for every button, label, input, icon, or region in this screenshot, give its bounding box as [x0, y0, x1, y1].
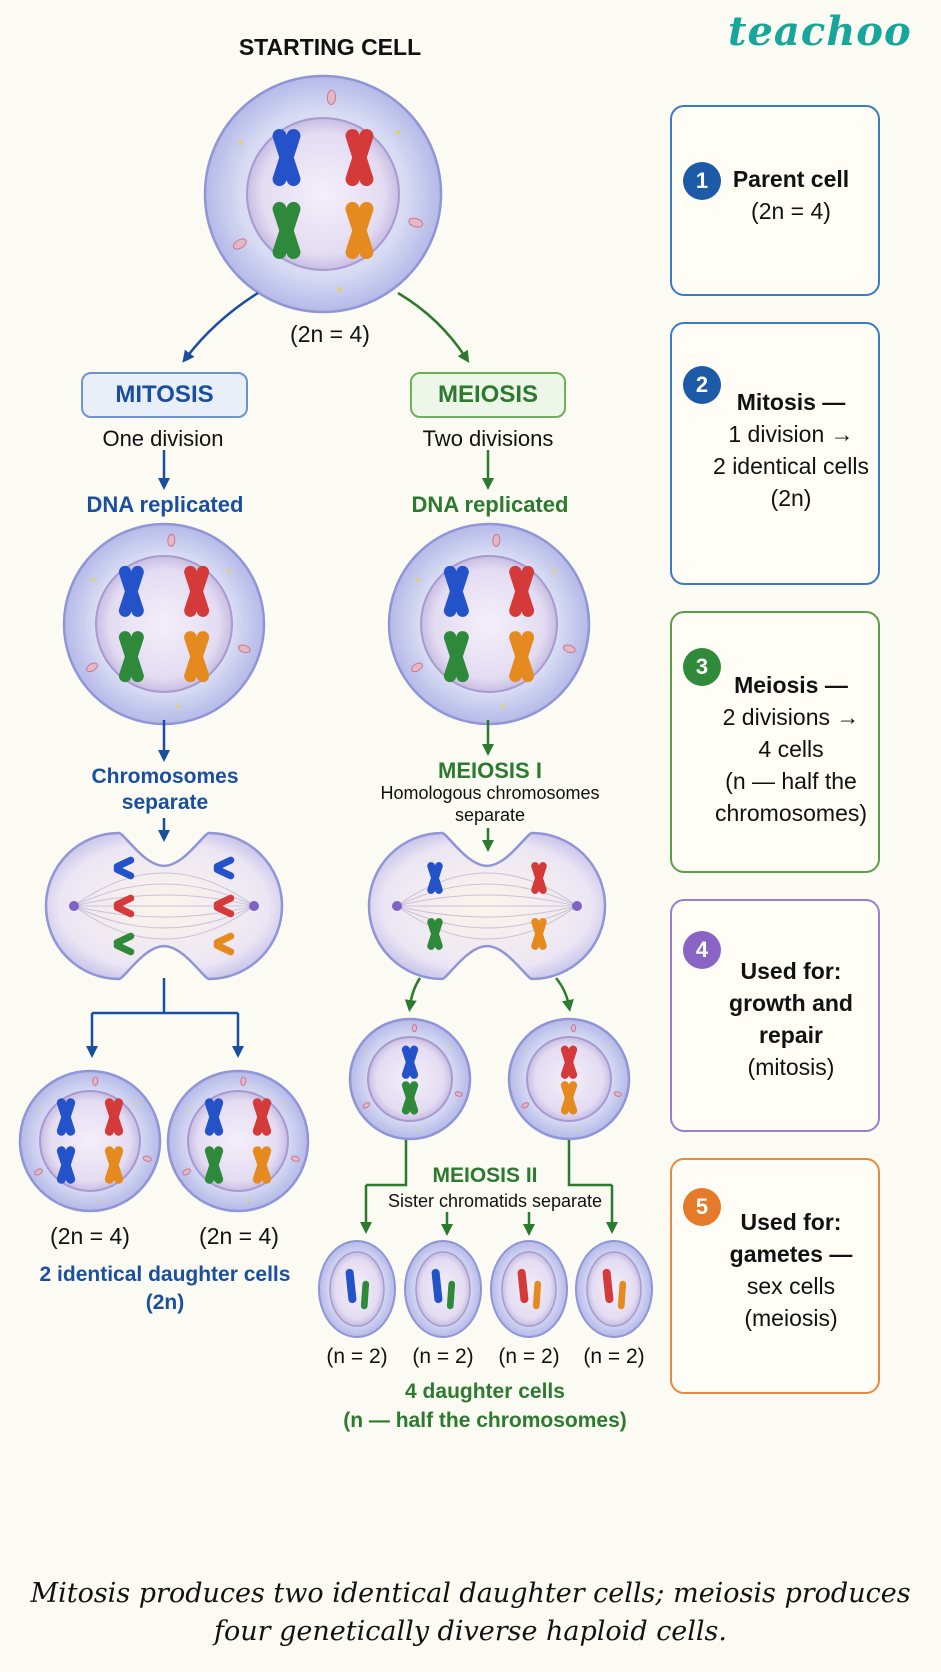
card-number-badge: 1 [683, 162, 721, 200]
card-line: 1 division → [728, 421, 854, 447]
info-card-mitosis: 2 Mitosis — 1 division → 2 identical cel… [670, 322, 880, 585]
card-line: (2n = 4) [751, 198, 831, 224]
caption-line: Mitosis produces two identical daughter … [30, 1578, 911, 1609]
gamete-ploidy: (n = 2) [326, 1345, 388, 1368]
card-text: Used for: growth and repair (mitosis) [712, 955, 870, 1083]
info-card-meiosis-use: 5 Used for: gametes — sex cells (meiosis… [670, 1158, 880, 1394]
mitosis-sub: One division [102, 426, 224, 451]
meiosis-i-product-cell [348, 1017, 472, 1141]
meiosis-replicated-cell [387, 522, 591, 726]
arrow-to-mitosis [182, 291, 259, 363]
info-card-parent-cell: 1 Parent cell (2n = 4) [670, 105, 880, 296]
mitosis-result-line1: 2 identical daughter cells [39, 1263, 291, 1286]
card-line: chromosomes) [714, 800, 868, 826]
gamete-ploidy: (n = 2) [583, 1345, 645, 1368]
meiosis-ii-line [366, 1140, 408, 1187]
mitosis-replicated-cell [62, 522, 266, 726]
starting-cell [203, 74, 443, 314]
meiosis-i-line2: separate [454, 805, 526, 825]
meiosis-dna-replicated: DNA replicated [411, 492, 569, 517]
card-line: sex cells [746, 1273, 836, 1299]
starting-cell-ploidy: (2n = 4) [290, 321, 370, 347]
card-line: Used for: [740, 1209, 842, 1235]
info-card-meiosis: 3 Meiosis — 2 divisions → 4 cells (n — h… [670, 611, 880, 873]
mitosis-result-line2: (2n) [145, 1291, 185, 1314]
card-line: 2 identical cells [713, 453, 869, 479]
mitosis-chromosomes-separate-line1: Chromosomes [91, 765, 239, 788]
mitosis-header: MITOSIS [81, 372, 248, 418]
card-line: Parent cell [732, 166, 850, 192]
arrow-meiosis-i-product [404, 977, 422, 1012]
card-line: repair [759, 1022, 823, 1048]
mitosis-daughter-cell [18, 1069, 162, 1213]
gamete-cell [575, 1240, 653, 1338]
card-line: growth and [729, 990, 853, 1016]
card-text: Used for: gametes — sex cells (meiosis) [712, 1206, 870, 1334]
mitosis-chromosomes-separate-line2: separate [121, 791, 209, 814]
card-line: Used for: [740, 958, 842, 984]
mitosis-daughter-right-ploidy: (2n = 4) [199, 1223, 279, 1249]
meiosis-result-line2: (n — half the chromosomes) [343, 1409, 627, 1432]
gamete-ploidy: (n = 2) [498, 1345, 560, 1368]
gamete-ploidy: (n = 2) [412, 1345, 474, 1368]
gamete-cell [404, 1240, 482, 1338]
card-line: 2 divisions → [722, 704, 860, 730]
starting-cell-title: STARTING CELL [238, 34, 422, 60]
card-number-badge: 4 [683, 931, 721, 969]
meiosis-i-title: MEIOSIS I [438, 758, 542, 783]
card-line: Meiosis — [734, 672, 848, 698]
card-number-badge: 3 [683, 648, 721, 686]
card-text: Mitosis — 1 division → 2 identical cells… [712, 386, 870, 514]
card-text: Meiosis — 2 divisions → 4 cells (n — hal… [712, 669, 870, 829]
arrow-to-meiosis [397, 291, 470, 364]
meiosis-i-line1: Homologous chromosomes [380, 783, 600, 803]
mitosis-daughter-cell [166, 1069, 310, 1213]
card-text: Parent cell (2n = 4) [712, 163, 870, 227]
meiosis-header: MEIOSIS [410, 372, 566, 418]
caption: Mitosis produces two identical daughter … [0, 1575, 941, 1651]
arrow-meiosis-i-product [555, 977, 574, 1012]
mitosis-dividing-cell [44, 831, 284, 981]
card-line: (2n) [770, 485, 812, 511]
card-line: gametes — [729, 1241, 853, 1267]
mitosis-dna-replicated: DNA replicated [86, 492, 244, 517]
meiosis-i-product-cell [507, 1017, 631, 1141]
mitosis-split-line [92, 978, 238, 1015]
meiosis-result-line1: 4 daughter cells [405, 1380, 565, 1403]
card-line: Mitosis — [736, 389, 846, 415]
meiosis-ii-line1: Sister chromatids separate [387, 1191, 603, 1211]
mitosis-daughter-left-ploidy: (2n = 4) [50, 1223, 130, 1249]
teachoo-logo: teachoo [728, 8, 912, 55]
card-line: 4 cells [758, 736, 824, 762]
card-number-badge: 5 [683, 1188, 721, 1226]
meiosis-ii-line [567, 1140, 612, 1187]
card-line: (mitosis) [747, 1054, 835, 1080]
gamete-cell [490, 1240, 568, 1338]
caption-line: four genetically diverse haploid cells. [213, 1616, 727, 1647]
meiosis-sub: Two divisions [422, 426, 554, 451]
card-number-badge: 2 [683, 366, 721, 404]
meiosis-ii-title: MEIOSIS II [432, 1164, 538, 1187]
card-line: (n — half the [725, 768, 857, 794]
gamete-cell [318, 1240, 396, 1338]
meiosis-i-dividing-cell [367, 831, 607, 981]
card-line: (meiosis) [744, 1305, 838, 1331]
info-card-mitosis-use: 4 Used for: growth and repair (mitosis) [670, 899, 880, 1132]
